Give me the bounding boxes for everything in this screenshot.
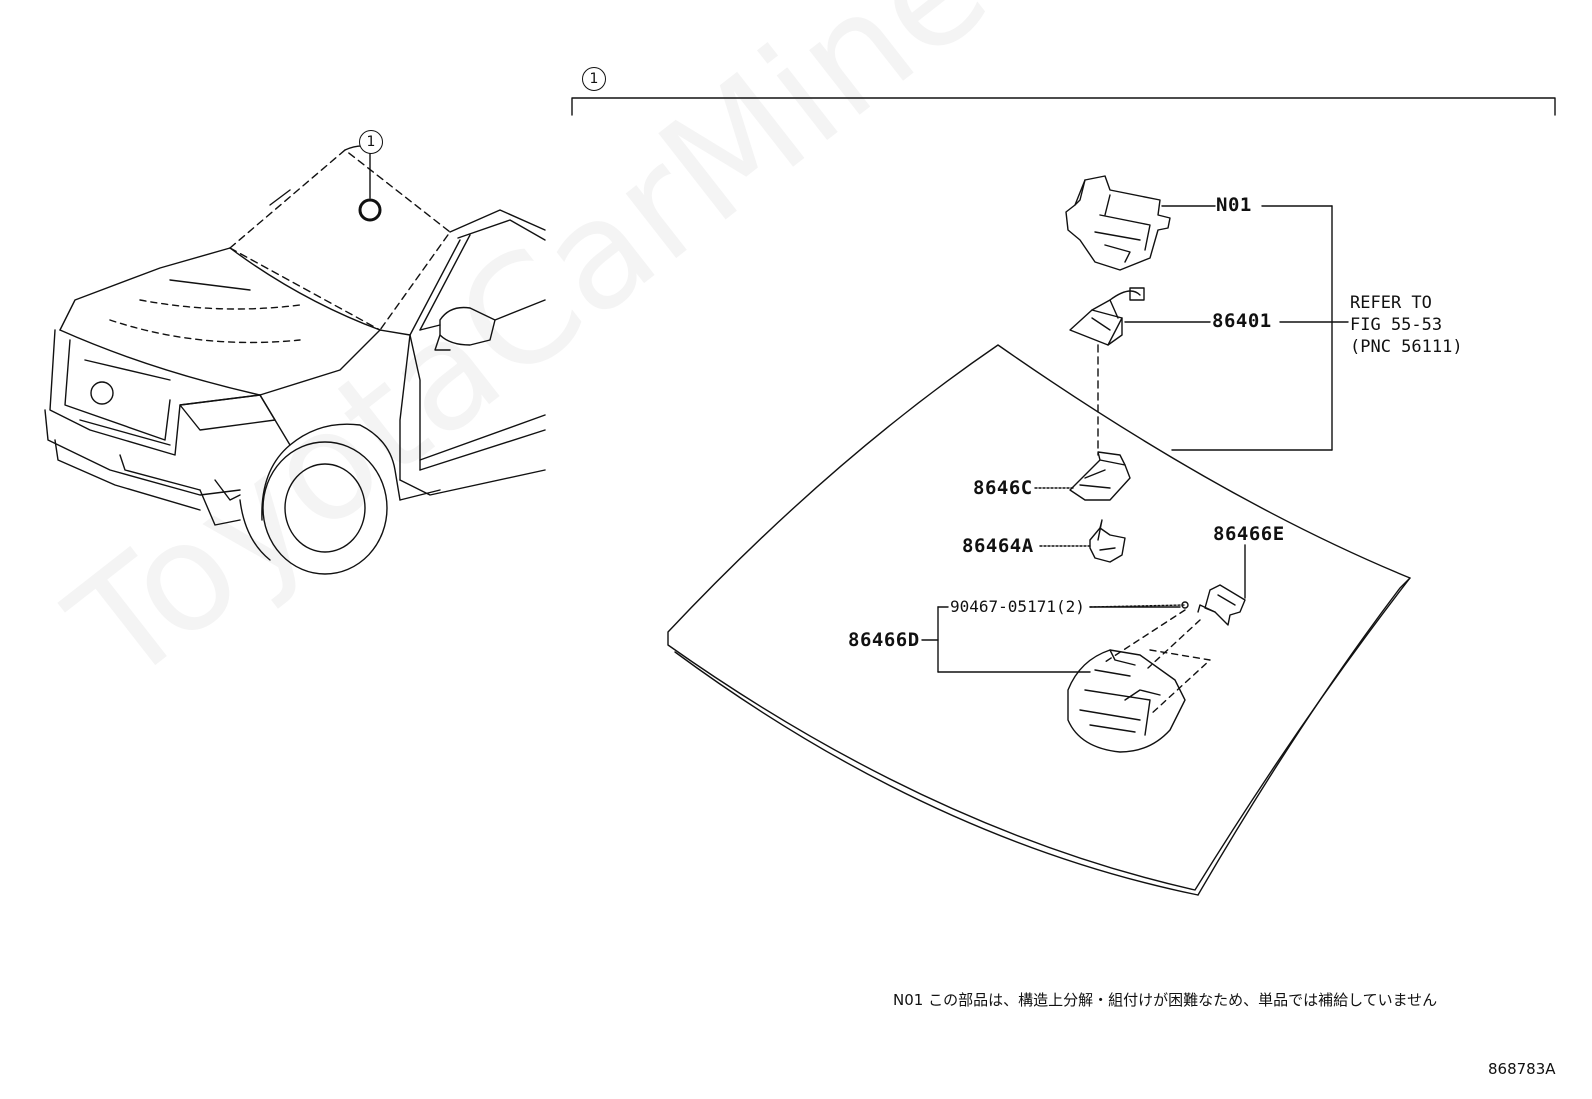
vehicle-sketch [44,145,546,575]
refer-note: REFER TO FIG 55-53 (PNC 56111) [1350,292,1463,358]
group-bracket [571,97,1556,116]
diagram-code: 868783A [1488,1060,1556,1078]
callout-circle-left: 1 [359,130,383,154]
part-n01-bracket [1065,175,1171,271]
part-8646c [1069,451,1131,501]
label-86401: 86401 [1212,310,1272,332]
label-8646c: 8646C [973,477,1033,499]
refer-line-2: FIG 55-53 [1350,315,1443,335]
label-86464a: 86464A [962,535,1034,557]
part-86466e [1197,584,1246,626]
part-86401-sensor [1069,287,1145,456]
label-86466d: 86466D [848,629,920,651]
footnote: N01 この部品は、構造上分解・組付けが困難なため、単品では補給していません [893,991,1438,1009]
refer-line-1: REFER TO [1350,293,1432,313]
label-n01: N01 [1216,194,1252,216]
part-86466d-cover [1067,601,1211,753]
label-90467-05171: 90467-05171(2) [950,597,1085,616]
windshield-glass [667,344,1411,896]
callout-circle-top: 1 [582,67,606,91]
part-86464a [1089,519,1126,563]
refer-line-3: (PNC 56111) [1350,337,1463,357]
label-86466e: 86466E [1213,523,1285,545]
